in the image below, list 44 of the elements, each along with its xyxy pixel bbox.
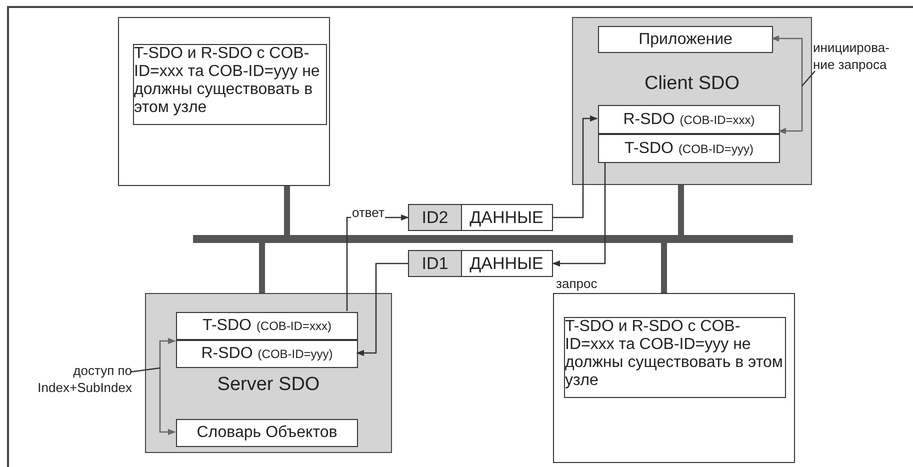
object-name: T-SDO (202, 317, 252, 335)
leader-line (130, 367, 160, 373)
object-box (598, 134, 780, 163)
object-name: R-SDO (201, 345, 253, 363)
data-field: ДАННЫЕ (462, 205, 551, 230)
cob-id-text: (COB-ID=xxx) (680, 112, 755, 126)
object-box (598, 26, 773, 53)
object-box (598, 105, 780, 134)
object-name: Приложение (638, 30, 732, 48)
arrow (356, 262, 408, 356)
arrow (771, 35, 803, 134)
bus-connection (678, 185, 684, 235)
data-field: ДАННЫЕ (462, 251, 551, 276)
note-box: T-SDO и R-SDO с COB-ID=xxx та COB-ID=yyy не должны существовать в этом узле (564, 317, 786, 398)
node-title: Server SDO (216, 374, 321, 396)
object-name: Словарь Объектов (196, 424, 338, 442)
object-name: R-SDO (623, 110, 675, 128)
annotation-text: доступ по Index+SubIndex (28, 362, 132, 400)
message-frame (408, 250, 553, 277)
arrow (552, 162, 606, 267)
id-field: ID1 (409, 251, 462, 276)
arrow (159, 338, 176, 436)
node-panel (572, 17, 812, 185)
bus-connection (661, 243, 667, 293)
node-box (118, 17, 330, 186)
node-box (553, 293, 795, 463)
bus-connection (284, 186, 290, 235)
node-title: Client SDO (643, 73, 741, 95)
cob-id-text: (COB-ID=yyy) (258, 347, 333, 361)
id-field: ID2 (409, 205, 462, 230)
note-box: T-SDO и R-SDO с COB-ID=xxx та COB-ID=yyy не должны существовать в этом узле (133, 44, 327, 125)
node-panel (145, 293, 392, 453)
object-box (176, 340, 358, 368)
arrow (553, 115, 598, 218)
leader-line (802, 70, 816, 86)
object-box (176, 419, 358, 447)
object-name: T-SDO (624, 140, 674, 158)
object-box (176, 312, 358, 340)
bus-connection (259, 243, 265, 293)
cob-id-text: (COB-ID=yyy) (678, 142, 754, 156)
annotation-text: инициирова- ние запроса (813, 39, 903, 79)
cob-id-text: (COB-ID=xxx) (256, 319, 332, 333)
bus-bar (193, 235, 793, 243)
message-frame (408, 204, 553, 231)
